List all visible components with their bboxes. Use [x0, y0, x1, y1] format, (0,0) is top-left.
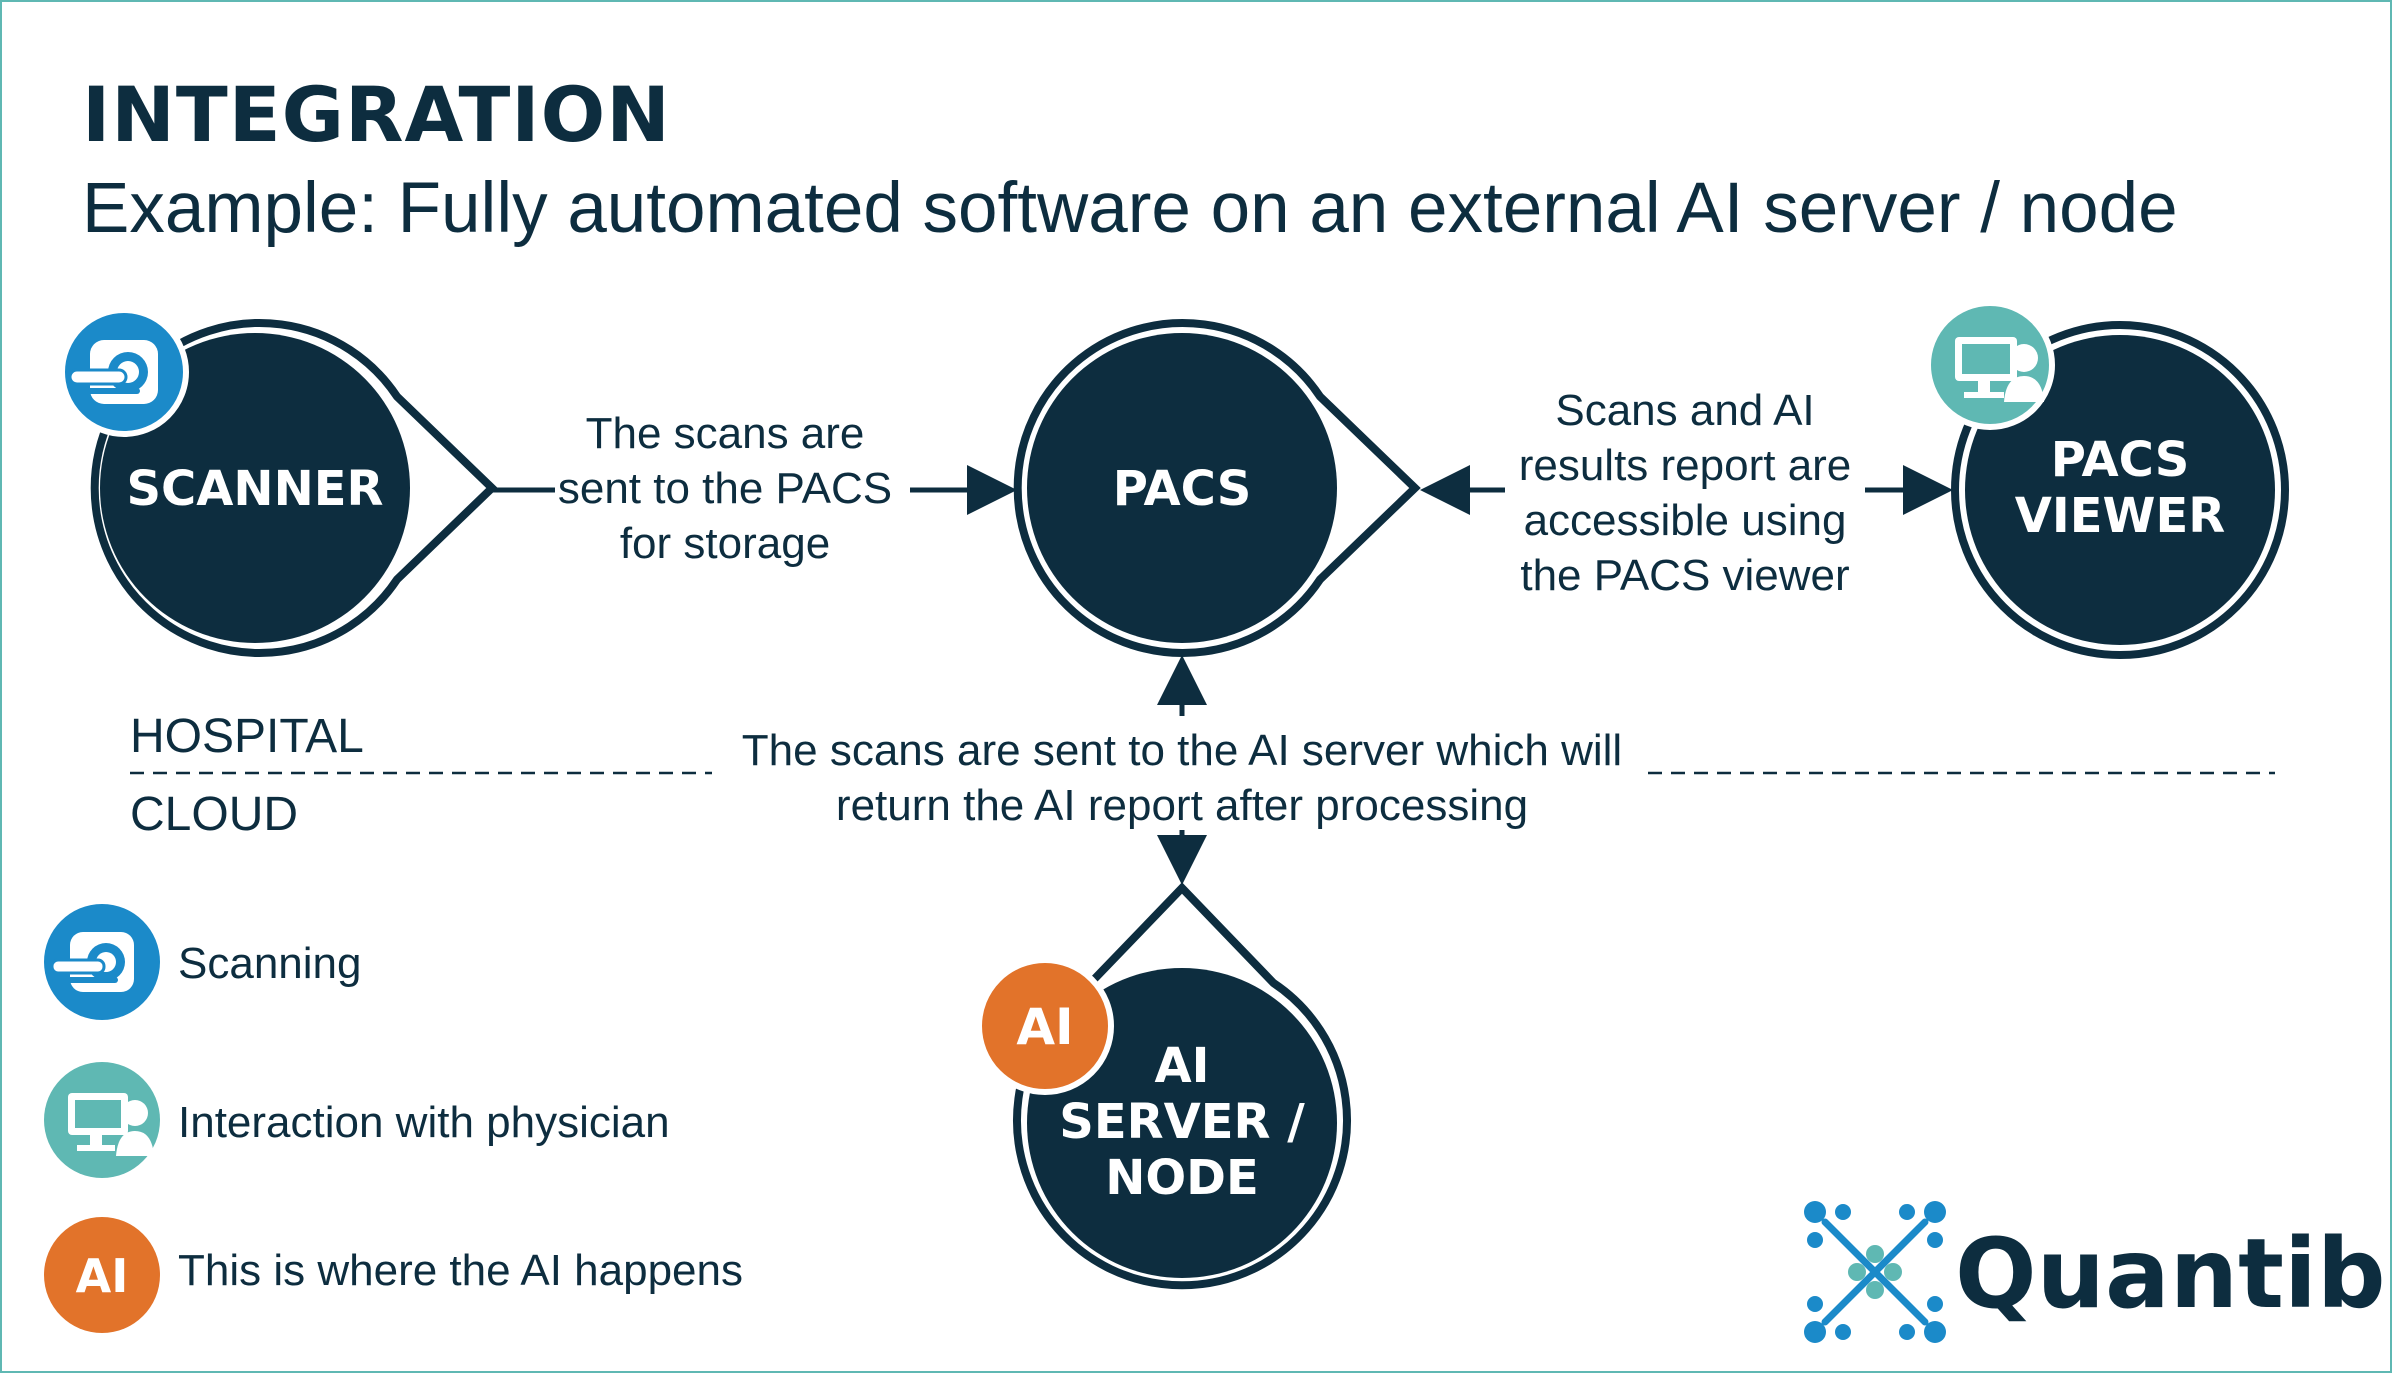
- pacs-viewer-label-line2: VIEWER: [2015, 488, 2226, 544]
- pacs-node: PACS: [1013, 319, 1421, 657]
- legend-ai-badge-label: AI: [76, 1249, 129, 1303]
- scanner-to-pacs-text-line1: The scans are: [586, 409, 865, 458]
- legend-physician-icon: [44, 1062, 160, 1178]
- ai-badge-label: AI: [1016, 998, 1073, 1056]
- scanner-node: SCANNER: [90, 319, 498, 657]
- ai-server-label-line3: NODE: [1105, 1150, 1259, 1206]
- quantib-logo-icon: [1804, 1201, 1946, 1343]
- scanner-label: SCANNER: [126, 461, 383, 517]
- legend-scanning-label: Scanning: [178, 939, 361, 988]
- pacs-to-ai-text-line2: return the AI report after processing: [836, 781, 1528, 830]
- ai-server-label-line1: AI: [1154, 1038, 1209, 1094]
- pacs-to-viewer-text-line1: Scans and AI: [1555, 386, 1814, 435]
- legend-scanner-icon: [44, 904, 160, 1020]
- cloud-zone-label: CLOUD: [130, 788, 298, 841]
- pacs-to-viewer-text-line2: results report are: [1519, 441, 1852, 490]
- physician-monitor-icon: [1925, 300, 2055, 430]
- ai-badge-icon: AI: [976, 957, 1114, 1095]
- page-title: INTEGRATION: [82, 70, 671, 159]
- pacs-viewer-node: PACS VIEWER: [1951, 321, 2289, 659]
- brand-name: Quantib: [1955, 1218, 2386, 1330]
- legend-interaction-label: Interaction with physician: [178, 1098, 670, 1147]
- pacs-to-ai-text-line1: The scans are sent to the AI server whic…: [742, 726, 1622, 775]
- ai-server-label-line2: SERVER /: [1059, 1094, 1305, 1150]
- hospital-zone-label: HOSPITAL: [130, 710, 364, 763]
- pacs-to-viewer-text-line3: accessible using: [1524, 496, 1847, 545]
- scanner-to-pacs-text-line2: sent to the PACS: [558, 464, 892, 513]
- legend-ai-icon: AI: [44, 1217, 160, 1333]
- mri-scanner-icon: [59, 307, 189, 437]
- pacs-viewer-label-line1: PACS: [2051, 432, 2190, 488]
- page-subtitle: Example: Fully automated software on an …: [82, 169, 2178, 248]
- legend: Scanning Interaction with physician AI T…: [44, 904, 743, 1333]
- pacs-label: PACS: [1113, 461, 1252, 517]
- legend-ai-label: This is where the AI happens: [178, 1246, 743, 1295]
- pacs-to-viewer-text-line4: the PACS viewer: [1520, 551, 1849, 600]
- scanner-to-pacs-text-line3: for storage: [620, 519, 830, 568]
